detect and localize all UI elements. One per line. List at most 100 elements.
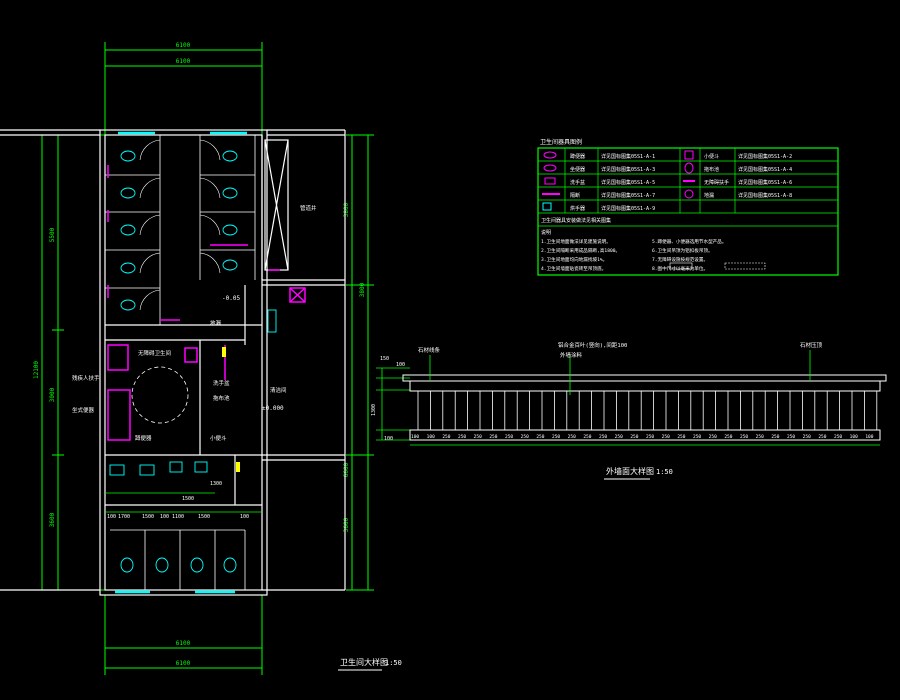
plan-title: 卫生间大样图	[340, 657, 388, 667]
legend-name2: 拖布池	[704, 166, 719, 173]
squat-toilet-icon	[120, 187, 136, 199]
elev-h2: 100	[396, 362, 405, 368]
legend-note: 5.蹲便器、小便器选用节水型产品。	[652, 238, 726, 245]
legend-name: 烘手器	[570, 205, 585, 212]
elevation-dim-label: 250	[552, 434, 560, 440]
squat-toilet-icon	[222, 259, 238, 271]
squat-toilet-icon	[155, 557, 169, 573]
plan-right-dimensions	[346, 134, 374, 591]
elevation-dim-label: 250	[458, 434, 466, 440]
stall-doors-upper	[139, 139, 221, 311]
squat-toilet-icon	[223, 557, 237, 573]
legend-note: 7.无障碍设施按规范设置。	[652, 256, 708, 263]
dim-col: 100	[107, 514, 116, 520]
sink-icon	[139, 464, 155, 476]
squat-toilet-icon	[222, 187, 238, 199]
elevation-dim-label: 250	[834, 434, 842, 440]
elevation-dim-label: 250	[646, 434, 654, 440]
elevation-dim-label: 250	[489, 434, 497, 440]
mop-sink-icon	[684, 162, 694, 174]
elev-h4: 100	[384, 436, 393, 442]
legend-table: 卫生间器具图例 蹲便器 详	[537, 138, 839, 276]
plan-scale: 1:50	[385, 659, 402, 667]
plan-walls	[0, 129, 346, 596]
legend-notes: 1.卫生间地面做法详见建施说明。 2.卫生间隔断采用成品隔断,高1800。 3.…	[541, 238, 726, 272]
dim-left-total: 12100	[33, 361, 40, 379]
floor-drain-icon	[684, 189, 694, 199]
elevation-dim-label: 250	[803, 434, 811, 440]
legend-code: 详见国标图集05S1-A-9	[601, 205, 655, 212]
dim-right-b: 3800	[359, 282, 366, 297]
squat-toilet-icon	[120, 150, 136, 162]
dryer-icon	[542, 202, 552, 211]
elev-label-a: 石材线条	[418, 346, 441, 354]
dim-col: 1500	[182, 496, 194, 502]
dim-bottom-inner: 6100	[176, 660, 191, 667]
dim-right-a: 3800	[343, 202, 350, 217]
dim-col: 1500	[142, 514, 154, 520]
elevation-scale: 1:50	[656, 468, 673, 476]
wall-elevation: 150 100 1300 100 石材线条 铝合金百叶(竖向),间距100 外墙…	[371, 341, 887, 480]
elev-label-c: 外墙涂料	[560, 351, 583, 359]
dim-col: 1300	[210, 481, 222, 487]
elev-label-b: 铝合金百叶(竖向),间距100	[558, 341, 627, 349]
elevation-dim-label: 250	[740, 434, 748, 440]
squat-toilet-icon	[222, 224, 238, 236]
dim-col: 1100	[172, 514, 184, 520]
dim-col: 100	[160, 514, 169, 520]
legend-name: 坐便器	[570, 166, 585, 173]
note-f: 蹲便器	[135, 434, 152, 442]
plan-bottom-dimensions	[104, 595, 263, 675]
room-label-b: 清洁间	[270, 386, 287, 394]
legend-name: 蹲便器	[570, 153, 585, 160]
dim-left-a: 5500	[49, 227, 56, 242]
squat-toilet-icon	[120, 557, 134, 573]
level-main: ±0.000	[262, 405, 284, 412]
legend-code: 详见国标图集05S1-A-3	[601, 166, 655, 173]
dim-right-c: 3600	[343, 517, 350, 532]
urinal-icon	[169, 461, 183, 473]
elevation-dim-label: 250	[693, 434, 701, 440]
legend-name: 洗手盆	[570, 179, 585, 186]
level-stall: -0.05	[222, 295, 240, 302]
note-c: 洗手盆	[213, 379, 230, 387]
toilet-icon	[543, 164, 557, 172]
legend-symbols	[542, 150, 695, 211]
elevation-dim-label: 100	[411, 434, 419, 440]
elevation-dim-label: 250	[662, 434, 670, 440]
note-a: 残疾人扶手	[72, 374, 100, 382]
elevation-dim-label: 250	[709, 434, 717, 440]
elevation-dim-label: 250	[756, 434, 764, 440]
elevation-dim-label: 250	[818, 434, 826, 440]
legend-name: 隔断	[570, 192, 580, 199]
elevation-dim-label: 250	[771, 434, 779, 440]
elevation-dim-label: 250	[474, 434, 482, 440]
elevation-dim-label: 250	[599, 434, 607, 440]
accessible-fixtures	[107, 165, 306, 441]
floor-plan: 6100 6100 12100 5500 3000 3600 3800 3800…	[0, 42, 402, 675]
note-g: 小便斗	[210, 434, 227, 442]
dim-top-outer: 6100	[176, 42, 191, 49]
elevation-dim-label: 250	[787, 434, 795, 440]
urinal-icon	[194, 461, 208, 473]
legend-extra: 卫生间器具安装做法见相关图集	[541, 217, 611, 224]
elevation-dim-label: 250	[505, 434, 513, 440]
squat-toilet-icon	[190, 557, 204, 573]
dim-right-d: 6600	[343, 462, 350, 477]
squat-toilet-group-lower	[120, 557, 237, 573]
elevation-dim-label: 250	[521, 434, 529, 440]
squat-toilet-icon	[120, 262, 136, 274]
note-e: 地漏	[210, 319, 222, 327]
elevation-dim-label: 250	[442, 434, 450, 440]
note-b: 坐式便器	[72, 406, 95, 414]
legend-code: 详见国标图集05S1-A-5	[601, 179, 655, 186]
wheelchair-turning-circle	[131, 366, 189, 424]
legend-code2: 详见国标图集05S1-A-6	[738, 179, 792, 186]
elevation-dim-label: 250	[677, 434, 685, 440]
plan-top-dimensions	[104, 42, 263, 140]
squat-toilet-icon	[120, 224, 136, 236]
stall-row-dim-texts: 100 1700 1500 100 1100 1500 100 1500 130…	[107, 481, 249, 520]
elevation-dim-label: 250	[615, 434, 623, 440]
urinals	[109, 309, 277, 476]
